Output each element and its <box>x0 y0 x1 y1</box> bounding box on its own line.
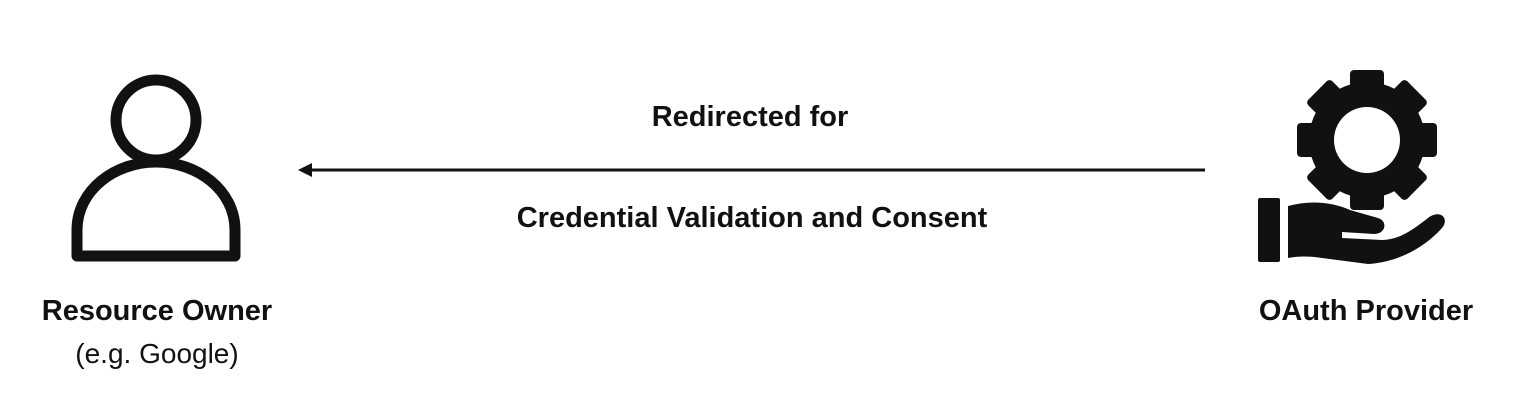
edge-label-line2: Credential Validation and Consent <box>516 202 988 234</box>
resource-owner-title: Resource Owner <box>41 295 273 327</box>
person-icon <box>71 74 241 262</box>
gear-icon <box>1297 70 1437 210</box>
oauth-provider-title: OAuth Provider <box>1258 295 1474 327</box>
redirect-arrow <box>298 163 1205 177</box>
gear-hand-icon <box>1258 70 1445 264</box>
arrowhead-left <box>298 163 312 177</box>
hand-icon <box>1258 198 1445 264</box>
resource-owner-subtitle: (e.g. Google) <box>75 338 239 369</box>
edge-label-line1: Redirected for <box>651 101 849 133</box>
